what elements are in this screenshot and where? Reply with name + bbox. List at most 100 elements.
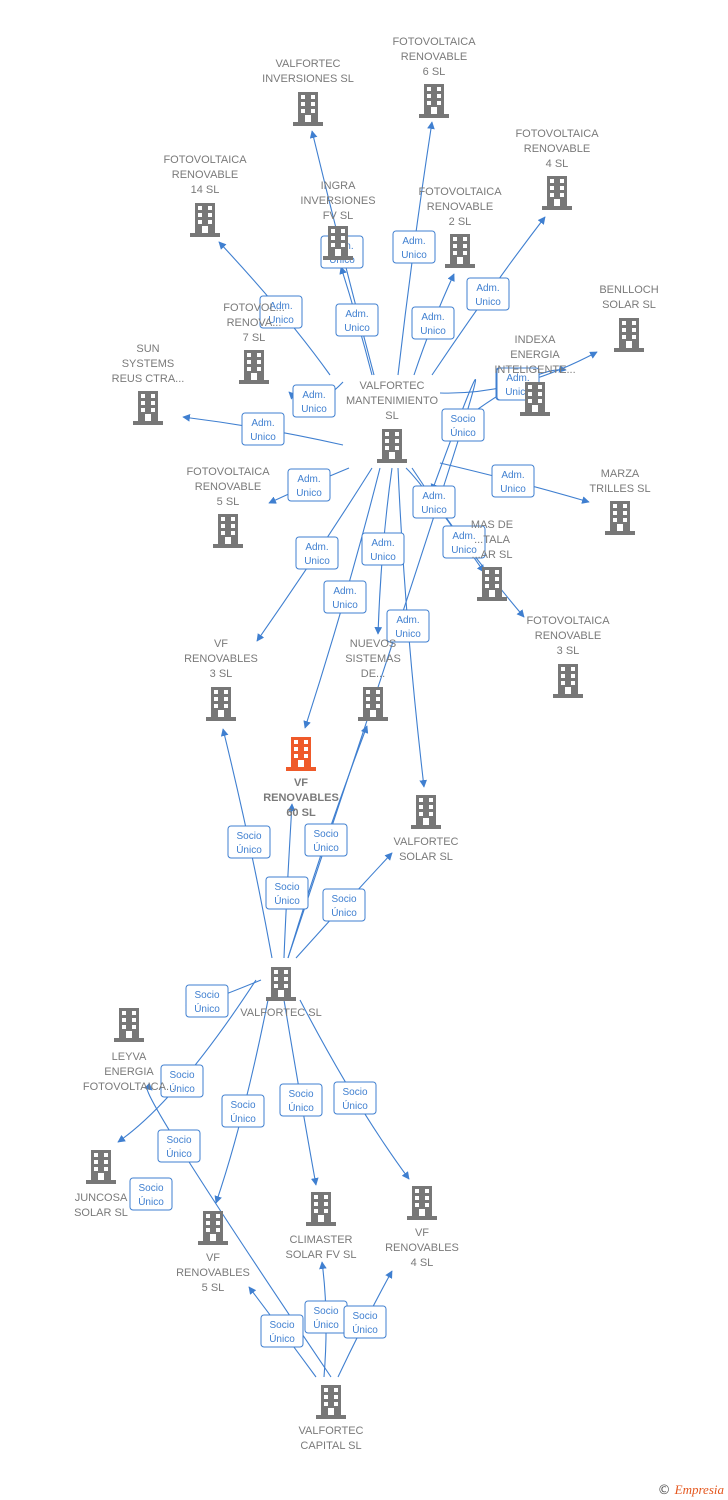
company-name-line: VALFORTEC (360, 380, 425, 392)
admin-badge[interactable]: Adm.Unico (466, 277, 510, 311)
company-node-indexa[interactable]: INDEXAENERGIAINTELIGENTE... (494, 334, 576, 416)
admin-badge[interactable]: Adm.Unico (361, 532, 405, 566)
badge-label: Unico (500, 484, 526, 495)
badge-label: Adm. (269, 301, 292, 312)
footer-brand[interactable]: ©Empresia (658, 1482, 724, 1498)
badge-box (129, 1177, 173, 1211)
badge-label: Adm. (422, 491, 445, 502)
company-name-line: FOTOVOL... (223, 302, 285, 314)
company-name-line: RENOVABLE (172, 169, 238, 181)
company-name-line: SOLAR SL (399, 851, 453, 863)
company-node-nuevos[interactable]: NUEVOSSISTEMASDE... (345, 638, 401, 721)
badge-box (343, 1305, 387, 1339)
company-name-line: 14 SL (191, 184, 220, 196)
admin-badge[interactable]: Adm.Unico (411, 306, 455, 340)
admin-badge[interactable]: Adm.Unico (292, 384, 336, 418)
admin-badge[interactable]: Adm.Unico (323, 580, 367, 614)
badge-label: Adm. (476, 283, 499, 294)
building-icon (316, 1385, 346, 1419)
admin-badge[interactable]: Adm.Unico (335, 303, 379, 337)
badge-box (221, 1094, 265, 1128)
admin-badge[interactable]: Adm.Unico (491, 464, 535, 498)
company-name-line: FOTOVOLTAICA (163, 154, 247, 166)
admin-badge[interactable]: Adm.Unico (259, 295, 303, 329)
badge-label: Unico (370, 552, 396, 563)
company-node-masde[interactable]: MAS DE...TALA...AR SL (471, 519, 513, 601)
badge-box (227, 825, 271, 859)
copyright-symbol: © (657, 1483, 671, 1498)
building-icon (293, 92, 323, 126)
company-name-line: RENOVABLE (195, 481, 261, 493)
badge-box (441, 408, 485, 442)
badge-label: Adm. (421, 312, 444, 323)
admin-badge[interactable]: Adm.Unico (287, 468, 331, 502)
company-node-fv14[interactable]: FOTOVOLTAICA RENOVABLE 14 SL (163, 154, 247, 237)
admin-badge[interactable]: Adm.Unico (442, 525, 486, 559)
badge-label: Socio (138, 1183, 163, 1194)
building-icon (114, 1008, 144, 1042)
admin-badge[interactable]: Adm.Unico (295, 536, 339, 570)
badge-label: Único (313, 841, 339, 854)
admin-badge[interactable]: Adm.Unico (241, 412, 285, 446)
badge-box (361, 532, 405, 566)
badge-box (265, 876, 309, 910)
badge-box (160, 1064, 204, 1098)
building-icon (206, 687, 236, 721)
badge-label: Único (166, 1147, 192, 1160)
company-name-line: VF (294, 777, 308, 789)
company-name-line: 4 SL (546, 158, 569, 170)
badge-label: Adm. (396, 615, 419, 626)
badge-box (279, 1083, 323, 1117)
badge-label: Unico (344, 323, 370, 334)
company-name-line: RENOVABLES (176, 1267, 250, 1279)
badge-label: Adm. (297, 474, 320, 485)
company-node-fv7[interactable]: FOTOVOL...RENOVA...7 SL (223, 302, 285, 384)
company-name-line: INVERSIONES SL (262, 73, 354, 85)
company-node-valfortec_sl[interactable]: VALFORTEC SL (240, 967, 322, 1019)
badge-label: Socio (352, 1311, 377, 1322)
admin-badge[interactable]: Adm.Unico (412, 485, 456, 519)
company-node-leyva[interactable]: LEYVAENERGIAFOTOVOLTAICA... (83, 1008, 175, 1093)
admin-badge[interactable]: Adm.Unico (386, 609, 430, 643)
admin-badge[interactable]: Adm.Unico (392, 230, 436, 264)
badge-label: Unico (329, 255, 355, 266)
company-name-line: REUS CTRA... (112, 373, 185, 385)
badge-label: Adm. (251, 418, 274, 429)
